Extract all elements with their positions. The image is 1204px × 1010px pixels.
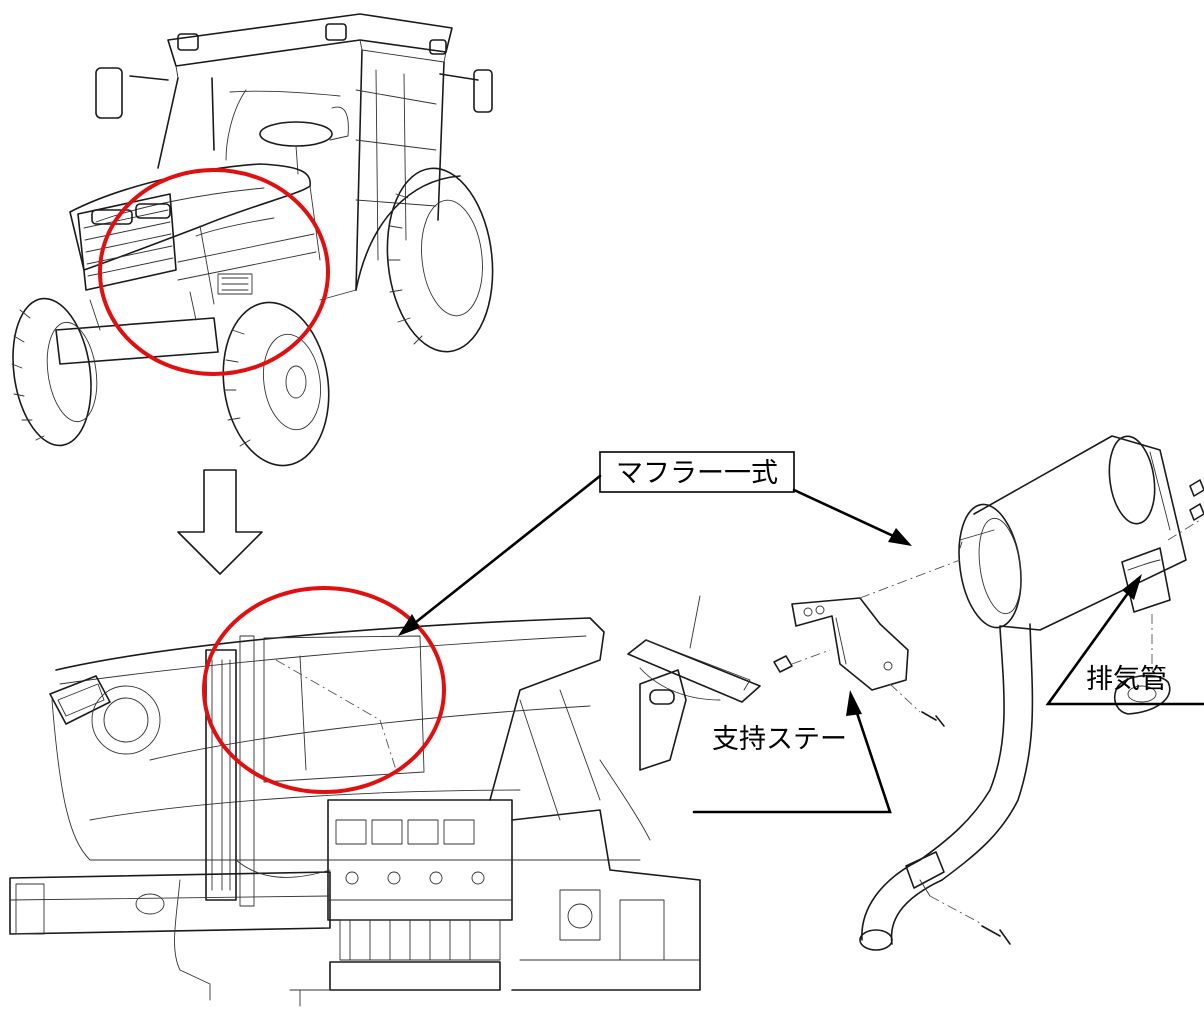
engine-highlight-circle [202,586,446,794]
muffler-assembly-label: マフラー一式 [616,458,778,489]
tractor-highlight-circle [98,168,330,376]
exhaust-pipe-callout: 排気管 [1045,574,1204,706]
down-arrow-icon [177,469,263,575]
support-stay-callout: 支持ステー [692,690,892,814]
exhaust-pipe-label: 排気管 [1086,664,1167,695]
muffler-assembly-callout: マフラー一式 [398,451,912,636]
engine-side-view-drawing [9,595,761,1007]
support-stay-label: 支持ステー [712,724,847,755]
tractor-isometric-drawing [11,13,494,467]
muffler-exploded-view [773,435,1204,951]
